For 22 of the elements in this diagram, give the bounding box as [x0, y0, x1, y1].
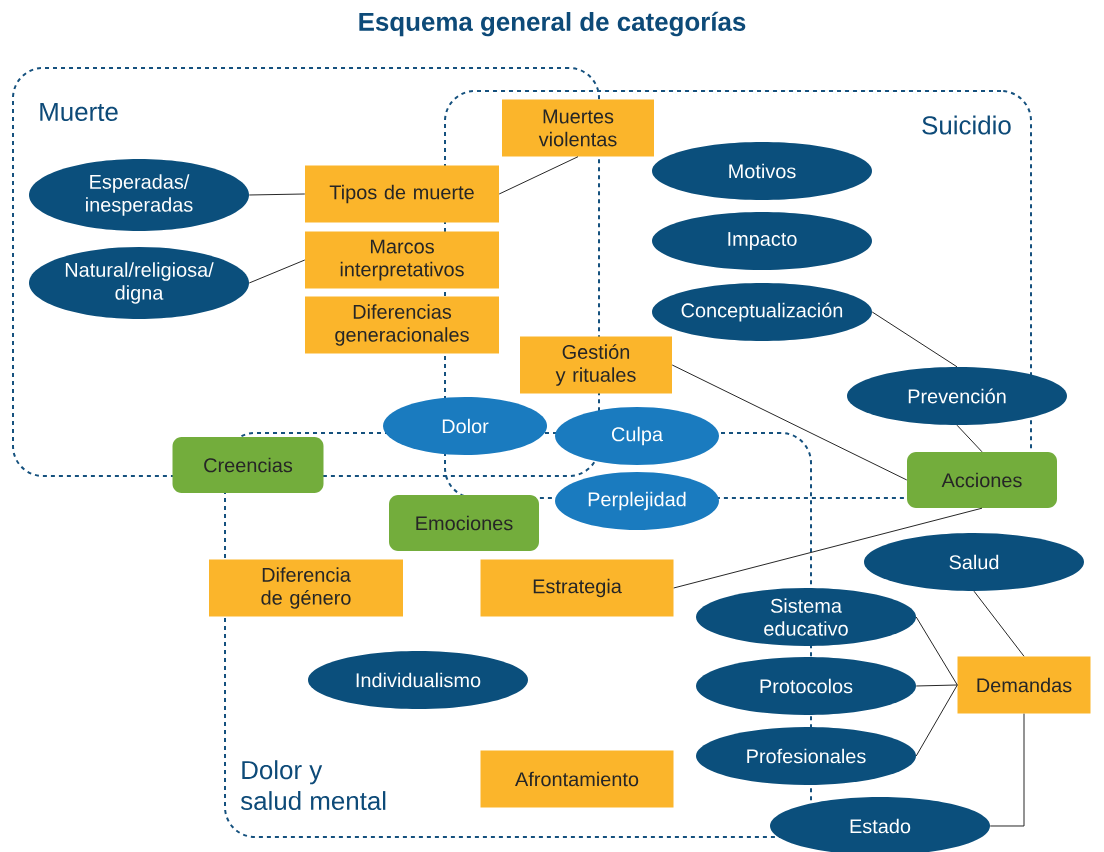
subcategory-box: Estrategia — [480, 559, 674, 617]
title: Esquema general de categorías — [359, 11, 746, 37]
connector-line — [871, 311, 958, 368]
theme-box: Acciones — [907, 452, 1057, 508]
connector-line — [989, 713, 1025, 827]
subcategory-box: Diferencia de género — [209, 559, 403, 617]
connector-line — [973, 590, 1025, 657]
connector-line — [673, 507, 983, 589]
connector-line — [498, 156, 579, 195]
connector-line — [671, 364, 908, 481]
connector-line — [956, 424, 983, 453]
connector-line — [915, 616, 958, 686]
region-title: Suicidio — [922, 115, 1011, 135]
region-title: Muerte — [40, 102, 118, 122]
subcategory-box: Afrontamiento — [480, 750, 674, 808]
connector-line — [248, 193, 306, 196]
connector-line — [915, 684, 958, 687]
theme-box: Creencias — [172, 437, 324, 493]
connector-line — [248, 259, 306, 284]
connector-line — [915, 684, 958, 757]
region-title: Dolor y salud mental — [240, 760, 386, 811]
subcategory-box: Demandas — [957, 656, 1091, 714]
